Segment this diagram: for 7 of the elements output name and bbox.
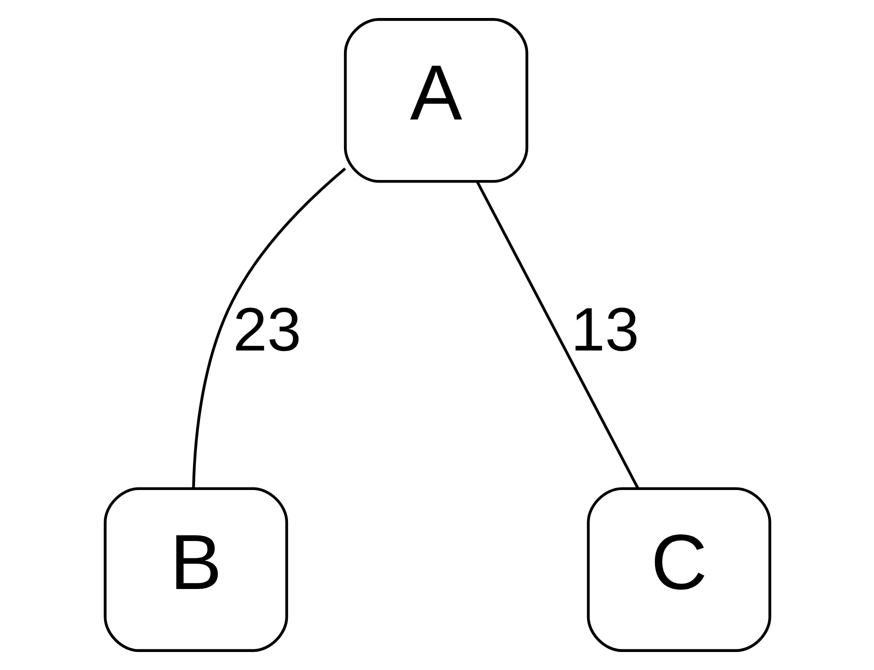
node-box: C [586, 487, 771, 652]
connector [192, 168, 346, 489]
edge-label: 13 [570, 296, 639, 365]
node-box: A [343, 18, 528, 183]
node-box: B [103, 487, 288, 652]
connector [476, 181, 639, 490]
edge-label: 23 [232, 296, 301, 365]
